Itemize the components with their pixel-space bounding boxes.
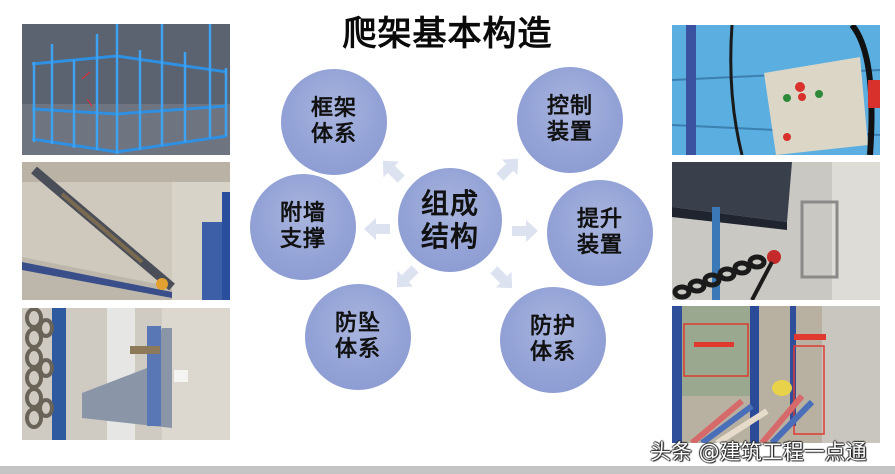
node-protection-system: 防护 体系	[500, 287, 606, 393]
node-control-line1: 控制	[546, 94, 593, 120]
photo-lifting-hoist	[672, 162, 880, 300]
node-control-device: 控制 装置	[517, 67, 623, 173]
node-protection-line1: 防护	[529, 314, 576, 340]
node-anti-fall-line2: 体系	[334, 337, 381, 362]
photo-protection-mesh	[672, 306, 880, 443]
slide-title: 爬架基本构造	[342, 14, 553, 54]
node-lifting-line2: 装置	[576, 233, 623, 258]
bottom-bar	[0, 466, 895, 474]
node-anti-fall-line1: 防坠	[334, 311, 381, 337]
arrow-left-icon	[364, 216, 390, 242]
arrow-down-left-icon	[388, 260, 425, 297]
node-frame-line2: 体系	[310, 122, 357, 147]
center-node-composition: 组成 结构	[398, 168, 502, 272]
node-lifting-line1: 提升	[576, 207, 623, 233]
node-anti-fall-system: 防坠 体系	[305, 284, 411, 390]
photo-frame-render	[22, 24, 230, 155]
node-wall-support-line2: 支撑	[279, 227, 326, 252]
node-frame-system: 框架 体系	[281, 69, 387, 175]
arrow-right-icon	[512, 218, 538, 244]
node-wall-support: 附墙 支撑	[250, 174, 356, 280]
center-node-line1: 组成	[420, 186, 479, 220]
node-lifting-device: 提升 装置	[547, 180, 653, 286]
photo-anti-fall-bracket	[22, 308, 230, 440]
node-frame-line1: 框架	[310, 96, 357, 122]
photo-wall-support	[22, 162, 230, 300]
photo-control-box	[672, 25, 880, 155]
node-wall-support-line1: 附墙	[279, 201, 326, 227]
node-protection-line2: 体系	[529, 340, 576, 365]
arrow-down-right-icon	[485, 261, 522, 298]
arrow-up-left-icon	[374, 152, 411, 189]
center-node-line2: 结构	[420, 220, 479, 253]
arrow-up-right-icon	[491, 150, 528, 187]
node-control-line2: 装置	[546, 120, 593, 145]
watermark: 头条 @建筑工程一点通	[650, 440, 867, 464]
